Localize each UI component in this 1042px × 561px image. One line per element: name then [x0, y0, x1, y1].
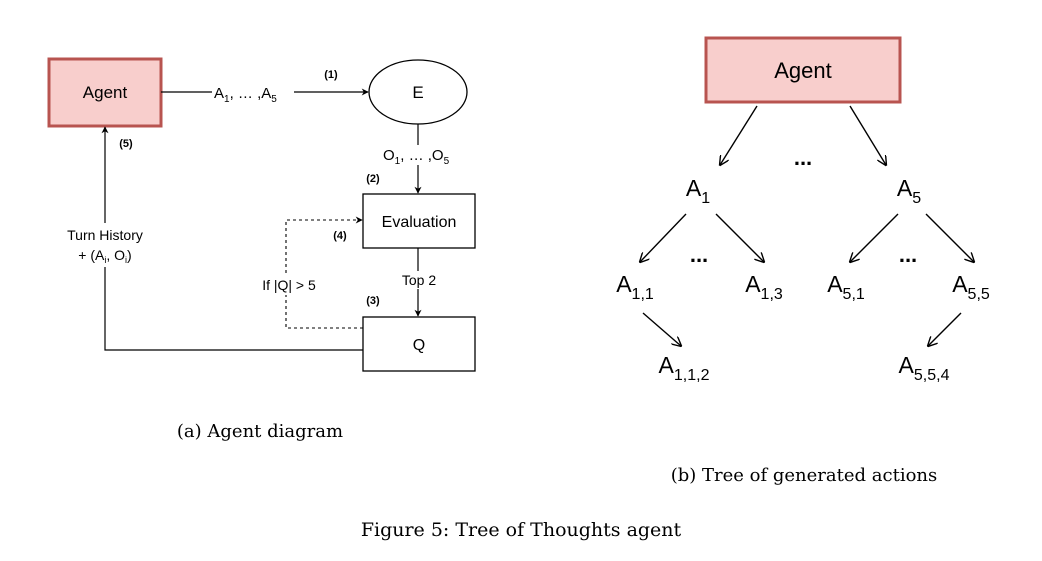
- action-tree: Agent ... ... ... A1 A5 A1,1 A1,3 A5,1 A…: [616, 36, 990, 486]
- tree-agent-box: [704, 36, 902, 104]
- node-a13: A1,3: [745, 271, 783, 303]
- loop-dashed-arrow: [285, 216, 363, 329]
- step-1-label: (1): [324, 69, 338, 81]
- history-label-line2: + (Ai, Oi): [78, 247, 131, 265]
- condition-label-bg: [254, 275, 324, 295]
- edge-a1-a11: [640, 213, 687, 262]
- node-a51: A5,1: [827, 271, 865, 303]
- caption-a: (a) Agent diagram: [177, 421, 343, 442]
- node-a5: A5: [897, 175, 921, 207]
- caption-b: (b) Tree of generated actions: [671, 465, 938, 486]
- tree-agent-label: Agent: [774, 58, 832, 83]
- step-3-label: (3): [366, 295, 380, 307]
- edge-a55-a554: [928, 312, 962, 346]
- edge-a5-a55: [925, 213, 974, 262]
- step-4-label: (4): [333, 230, 347, 242]
- agent-label: Agent: [83, 83, 128, 102]
- queue-label: Q: [413, 337, 425, 354]
- history-label-line1: Turn History: [67, 227, 143, 243]
- node-a554: A5,5,4: [899, 352, 950, 384]
- evaluation-box: [362, 193, 476, 249]
- ellipsis-top: ...: [794, 145, 812, 170]
- observations-label: O1, … ,O5: [383, 147, 450, 167]
- history-arrow: [101, 126, 363, 351]
- node-a55: A5,5: [952, 271, 990, 303]
- agent-diagram: Agent E Evaluation Q A1, … ,A5 (1) O1, ……: [47, 57, 476, 442]
- evaluation-label: Evaluation: [382, 214, 457, 231]
- history-label-bg: [55, 223, 155, 267]
- agent-box: [47, 57, 163, 128]
- edge-agent-a5: [849, 105, 886, 165]
- queue-box: [362, 316, 476, 372]
- actions-label: A1, … ,A5: [214, 85, 277, 105]
- edge-a5-a51: [850, 213, 899, 262]
- node-a112: A1,1,2: [659, 352, 710, 384]
- edge-a1-a13: [715, 213, 764, 262]
- ellipsis-a5: ...: [899, 242, 917, 267]
- edge-agent-a1: [720, 105, 758, 165]
- observations-label-bg: [380, 145, 460, 165]
- step-5-label: (5): [119, 138, 133, 150]
- actions-label-bg: [212, 82, 294, 104]
- top2-label-bg: [397, 271, 441, 289]
- environment-label: E: [412, 83, 423, 102]
- condition-label: If |Q| > 5: [262, 277, 316, 293]
- ellipsis-a1: ...: [690, 242, 708, 267]
- node-a1: A1: [686, 175, 710, 207]
- node-a11: A1,1: [616, 271, 654, 303]
- figure-caption: Figure 5: Tree of Thoughts agent: [361, 519, 682, 541]
- step-2-label: (2): [366, 173, 380, 185]
- edge-a11-a112: [642, 312, 681, 346]
- top2-label: Top 2: [402, 272, 436, 288]
